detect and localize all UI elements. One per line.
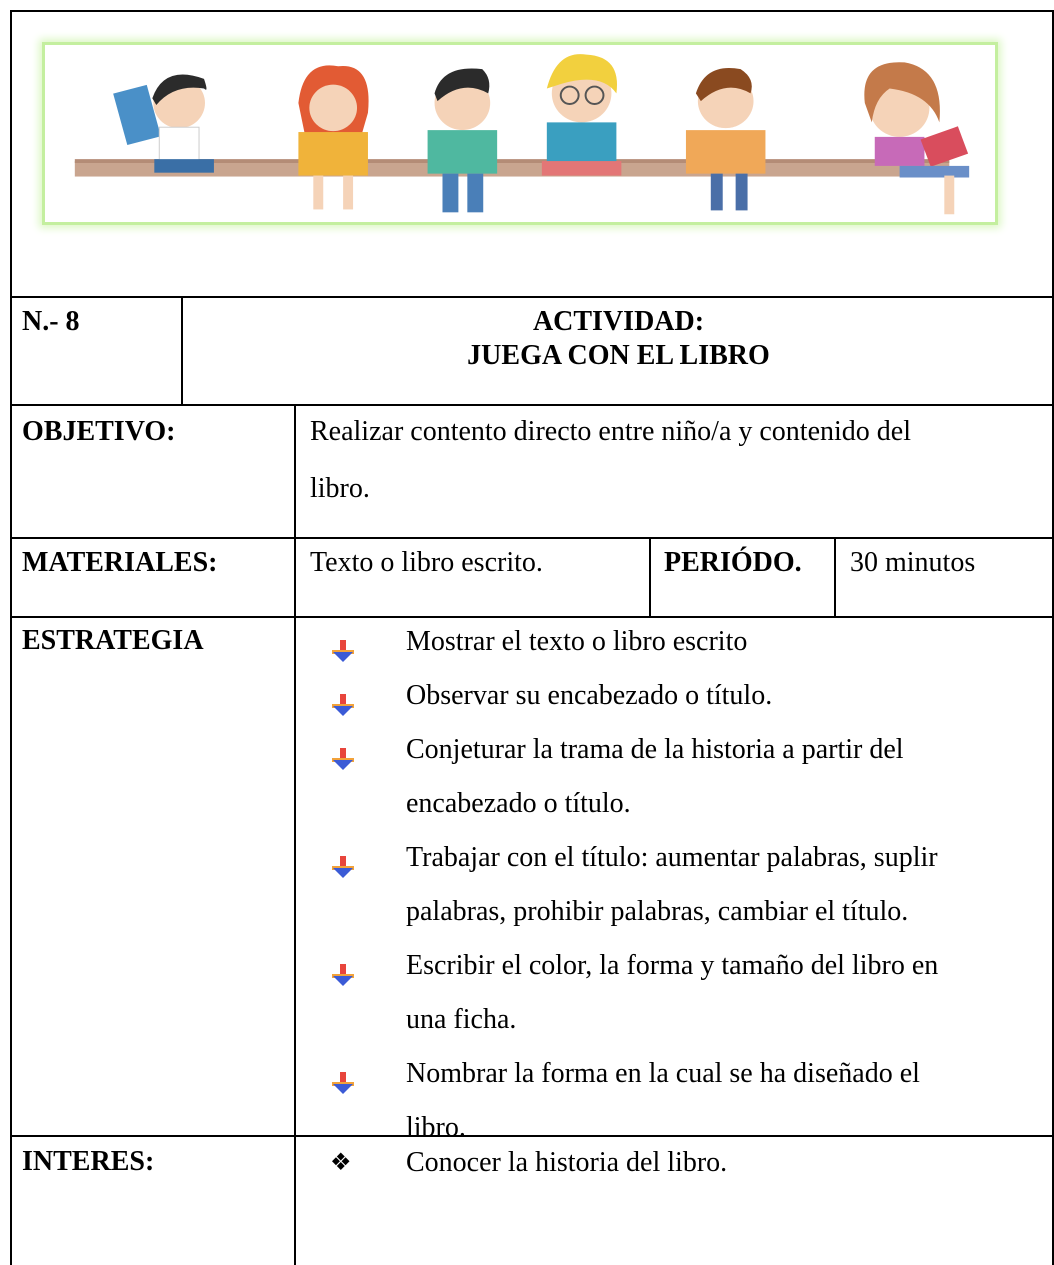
down-arrow-bullet-icon	[330, 845, 356, 878]
row-divider-objetivo	[10, 404, 1054, 406]
col-divider-main	[294, 404, 296, 1265]
interes-item-text: Conocer la historia del libro.	[406, 1147, 728, 1178]
child-4-figure	[541, 54, 622, 176]
document-frame	[10, 10, 1054, 1265]
row-divider-estrategia	[10, 616, 1054, 618]
col-divider-period-label	[649, 537, 651, 616]
estrategia-item-text: Escribir el color, la forma y tamaño del…	[406, 950, 939, 981]
period-value: 30 minutos	[850, 547, 976, 578]
estrategia-item-text-continued: encabezado o título.	[406, 788, 631, 819]
col-divider-header	[181, 296, 183, 404]
objetivo-text-line1: Realizar contento directo entre niño/a y…	[310, 416, 911, 447]
child-5-figure	[685, 67, 766, 211]
period-label: PERIÓDO.	[664, 547, 802, 578]
row-divider-interes	[10, 1135, 1054, 1137]
diamond-bullet-icon: ❖	[330, 1150, 352, 1176]
down-arrow-bullet-icon	[330, 953, 356, 986]
children-reading-illustration	[74, 54, 970, 215]
estrategia-item-text-continued: una ficha.	[406, 1004, 517, 1035]
estrategia-item-text-continued: palabras, prohibir palabras, cambiar el …	[406, 896, 909, 927]
materiales-label: MATERIALES:	[22, 547, 218, 578]
activity-title: JUEGA CON EL LIBRO	[467, 340, 770, 371]
child-2-figure	[298, 65, 369, 210]
estrategia-item-text: Conjeturar la trama de la historia a par…	[406, 734, 904, 765]
down-arrow-bullet-icon	[330, 683, 356, 716]
child-3-figure	[427, 68, 498, 213]
objetivo-label: OBJETIVO:	[22, 416, 176, 447]
down-arrow-bullet-icon	[330, 629, 356, 662]
materiales-text: Texto o libro escrito.	[310, 547, 543, 578]
estrategia-item-text: Observar su encabezado o título.	[406, 680, 773, 711]
child-1-figure	[113, 74, 214, 173]
activity-number: N.- 8	[22, 306, 80, 337]
col-divider-period-value	[834, 537, 836, 616]
activity-label: ACTIVIDAD:	[532, 306, 705, 337]
row-divider-header	[10, 296, 1054, 298]
estrategia-item-text: Trabajar con el título: aumentar palabra…	[406, 842, 938, 873]
estrategia-item-text-continued: libro.	[406, 1112, 466, 1143]
interes-label: INTERES:	[22, 1146, 155, 1177]
estrategia-item-text: Mostrar el texto o libro escrito	[406, 626, 748, 657]
row-divider-materiales	[10, 537, 1054, 539]
down-arrow-bullet-icon	[330, 737, 356, 770]
child-6-figure	[864, 62, 970, 215]
estrategia-item-text: Nombrar la forma en la cual se ha diseña…	[406, 1058, 920, 1089]
children-reading-banner	[42, 42, 998, 225]
down-arrow-bullet-icon	[330, 1061, 356, 1094]
objetivo-text-line2: libro.	[310, 473, 370, 504]
estrategia-label: ESTRATEGIA	[22, 625, 204, 656]
